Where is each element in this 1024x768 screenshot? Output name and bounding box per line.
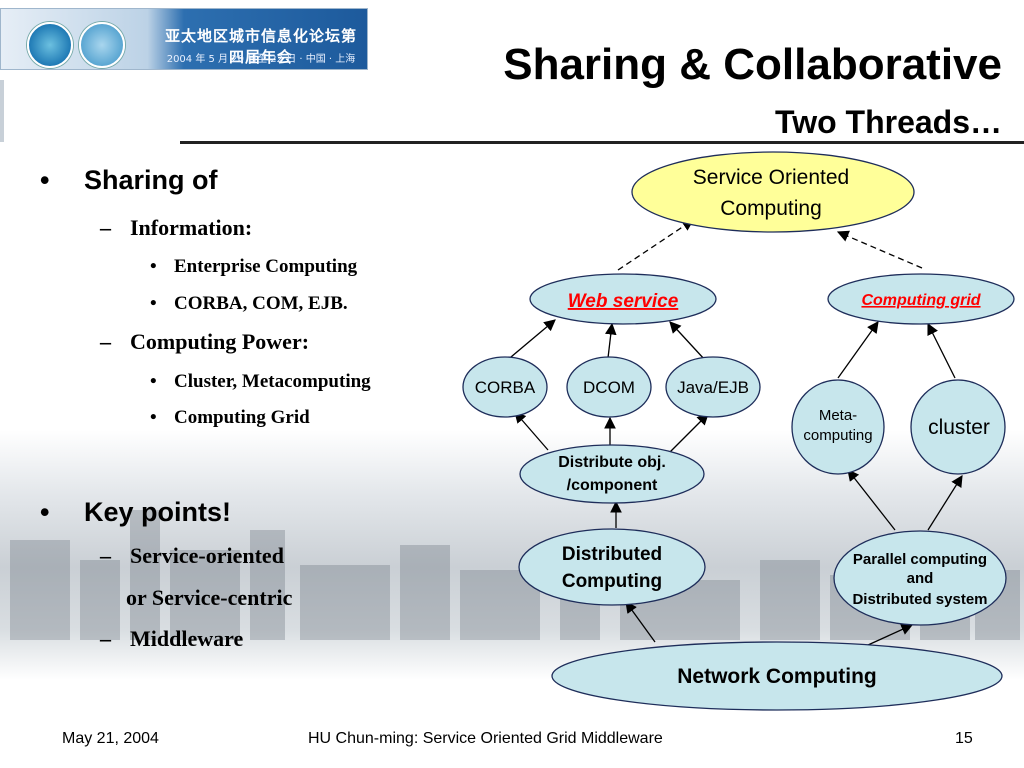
- edge-webservice-to-soc: [617, 219, 694, 271]
- bullet-mark: •: [150, 371, 157, 392]
- label-dobj-line2: /component: [567, 477, 658, 494]
- dash-mark: –: [100, 215, 111, 240]
- node-distributed-computing: [518, 528, 706, 606]
- banner-subtitle: 2004 年 5 月 20 日至 22 日 · 中国 · 上海: [166, 54, 356, 65]
- label-meta-line2: computing: [803, 427, 872, 444]
- edge-cluster-to-grid: [927, 322, 956, 379]
- header-left-rule: [0, 80, 4, 142]
- node-network-computing: [551, 641, 1003, 711]
- node-distribute-obj: [519, 444, 705, 504]
- edge-nc-to-dc: [625, 601, 656, 643]
- label-web-service: Web service: [568, 291, 679, 312]
- dash-mark: –: [100, 329, 111, 354]
- edge-dobj-to-corba: [514, 411, 549, 451]
- label-meta-line1: Meta-: [819, 407, 857, 424]
- node-dcom: [566, 356, 652, 418]
- node-cluster: [910, 379, 1006, 475]
- label-pc-line2: and: [907, 570, 934, 587]
- slide-subtitle: Two Threads…: [775, 104, 1002, 140]
- edge-pc-to-cluster: [927, 475, 963, 531]
- label-dcom: DCOM: [583, 378, 635, 397]
- label-dobj-line1: Distribute obj.: [558, 454, 666, 471]
- slide-title: Sharing & Collaborative: [503, 40, 1002, 89]
- bullet-text: Computing Power:: [130, 329, 310, 354]
- node-web-service: [529, 273, 717, 325]
- edge-pc-to-meta: [847, 469, 896, 531]
- label-corba: CORBA: [475, 378, 536, 397]
- node-parallel-computing: [833, 530, 1007, 626]
- label-dc-line2: Computing: [562, 571, 662, 592]
- edge-corba-to-webservice: [504, 319, 556, 363]
- bullet-text: CORBA, COM, EJB.: [174, 293, 348, 314]
- bullet-service-centric: or Service-centric: [126, 585, 293, 610]
- bullet-text: Cluster, Metacomputing: [174, 371, 371, 392]
- edge-meta-to-grid: [837, 321, 879, 379]
- label-computing-grid: Computing grid: [861, 292, 981, 309]
- forum-logo-icon: [27, 22, 73, 68]
- bullet-mark: •: [40, 497, 50, 527]
- node-javaejb: [665, 356, 761, 418]
- dash-mark: –: [100, 626, 111, 651]
- node-service-oriented-computing: [631, 151, 915, 233]
- bullet-mark: •: [40, 165, 50, 195]
- bullet-text: Enterprise Computing: [174, 256, 358, 277]
- edge-dobj-to-javaejb: [669, 413, 709, 453]
- conference-banner: 亚太地区城市信息化论坛第四届年会 2004 年 5 月 20 日至 22 日 ·…: [0, 8, 368, 70]
- footer-title: HU Chun-ming: Service Oriented Grid Midd…: [308, 730, 663, 747]
- label-pc-line3: Distributed system: [852, 591, 987, 608]
- node-metacomputing: [791, 379, 885, 475]
- un-logo-icon: [79, 22, 125, 68]
- edge-grid-to-soc: [836, 230, 923, 269]
- label-soc-line2: Computing: [720, 197, 822, 220]
- label-soc-line1: Service Oriented: [693, 166, 849, 189]
- background-buildings: [10, 510, 1020, 640]
- bullet-text: Middleware: [130, 626, 244, 651]
- bullet-text: Information:: [130, 215, 253, 240]
- label-network-computing: Network Computing: [677, 665, 877, 688]
- bullet-mark: •: [150, 256, 157, 277]
- edge-dcom-to-webservice: [604, 322, 617, 359]
- bullet-mark: •: [150, 293, 157, 314]
- bullet-mark: •: [150, 407, 157, 428]
- footer-date: May 21, 2004: [62, 730, 159, 747]
- bullet-text: Computing Grid: [174, 407, 310, 428]
- bullet-text: Key points!: [84, 497, 232, 527]
- node-corba: [462, 356, 548, 418]
- footer-page-number: 15: [955, 730, 973, 747]
- bullet-text: Sharing of: [84, 165, 218, 195]
- label-pc-line1: Parallel computing: [853, 551, 987, 568]
- label-javaejb: Java/EJB: [677, 378, 749, 397]
- dash-mark: –: [100, 543, 111, 568]
- label-dc-line1: Distributed: [562, 544, 662, 565]
- edge-javaejb-to-webservice: [669, 321, 706, 361]
- label-cluster: cluster: [928, 416, 990, 439]
- node-computing-grid: [827, 273, 1015, 325]
- bullet-text: Service-oriented: [130, 543, 284, 568]
- title-underline: [180, 141, 1024, 144]
- banner-title: 亚太地区城市信息化论坛第四届年会: [164, 27, 357, 66]
